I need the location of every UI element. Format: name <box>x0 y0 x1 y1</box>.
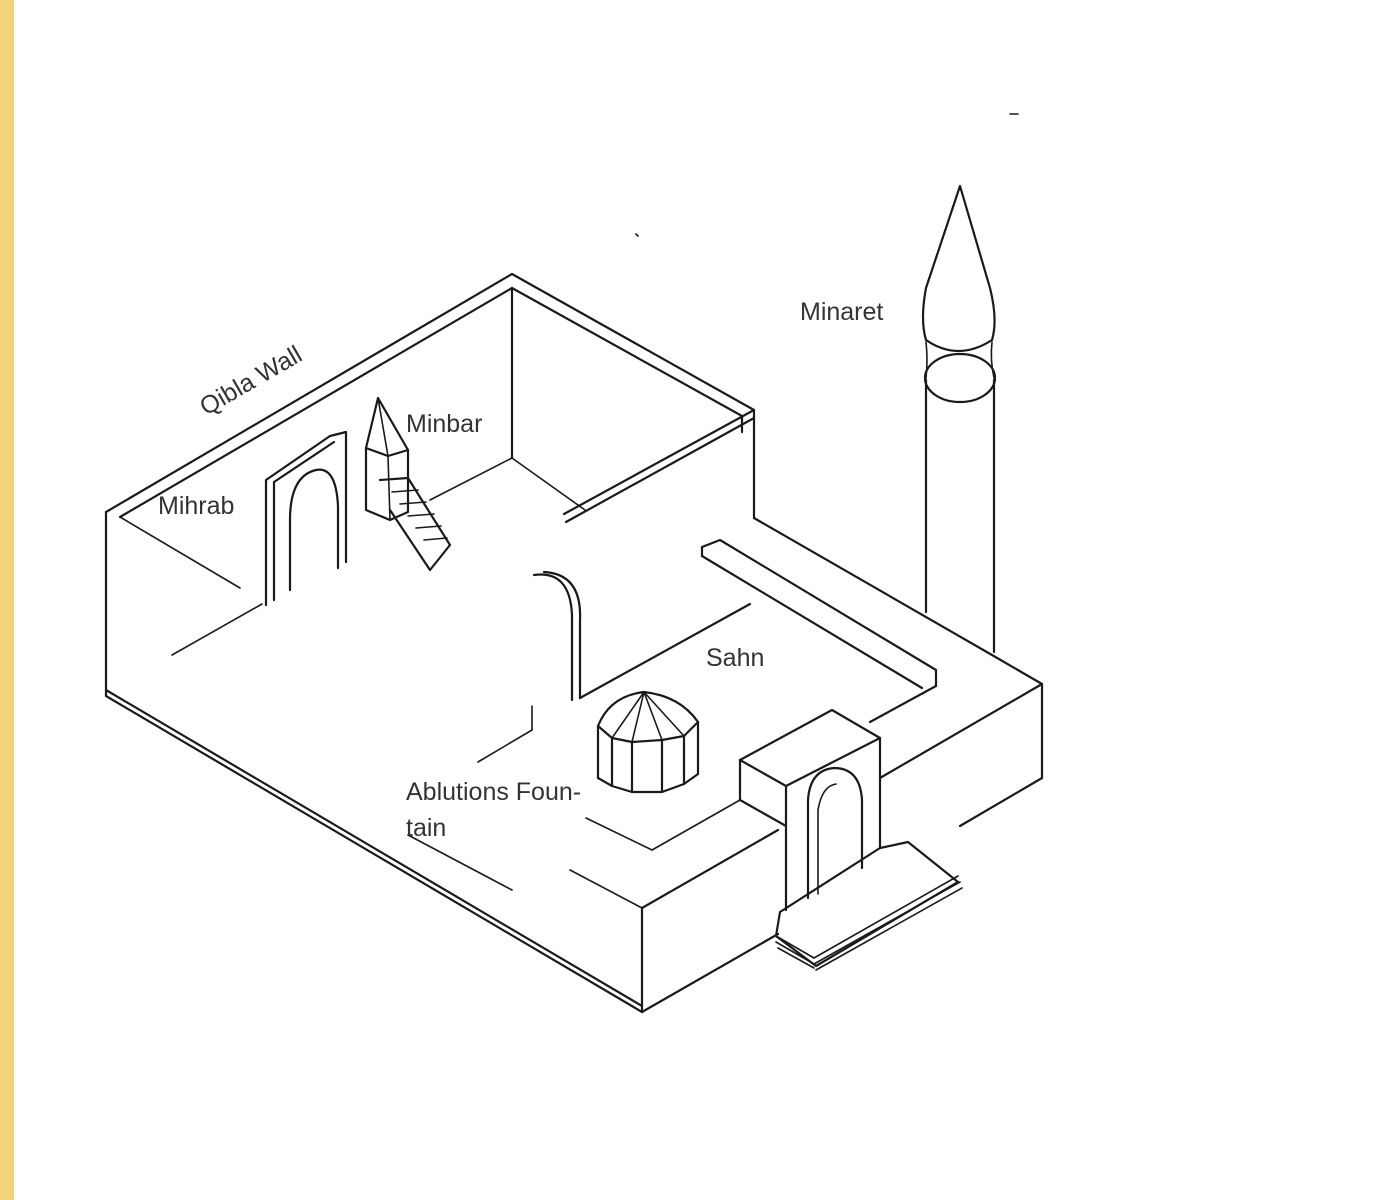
mihrab-niche <box>264 430 348 607</box>
entrance-gate <box>738 708 963 971</box>
label-minaret: Minaret <box>800 298 883 326</box>
label-minbar: Minbar <box>406 410 482 438</box>
ablutions-fountain <box>596 690 700 794</box>
label-qibla-wall: Qibla Wall <box>195 340 307 421</box>
label-ablutions-line1: Ablutions Foun- <box>406 778 581 806</box>
minbar-structure <box>364 396 452 572</box>
label-mihrab: Mihrab <box>158 492 234 520</box>
hall-partition <box>477 570 752 763</box>
stray-mark <box>635 233 639 237</box>
courtyard-walls <box>569 516 1044 1014</box>
prayer-hall <box>104 272 756 1014</box>
page-edge-stripe <box>0 0 14 1200</box>
label-ablutions-line2: tain <box>406 814 446 842</box>
minaret-tower <box>921 184 997 654</box>
label-sahn: Sahn <box>706 644 764 672</box>
